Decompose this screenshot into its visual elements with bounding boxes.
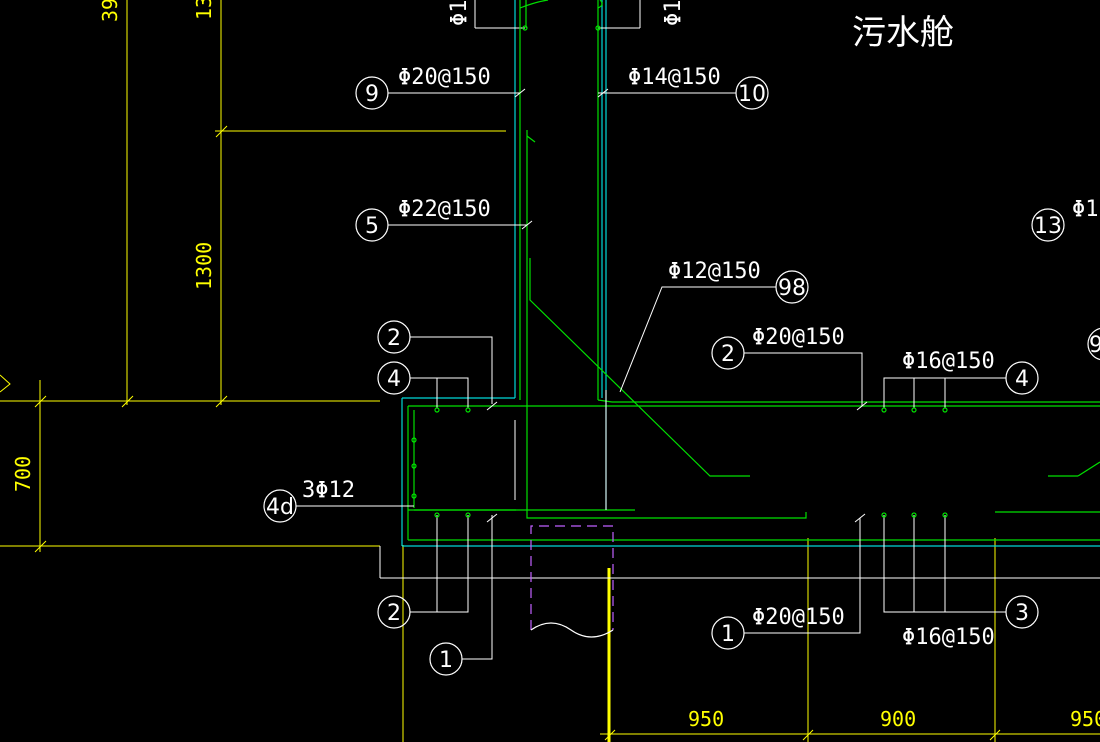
dim-700: 700 — [11, 456, 35, 492]
callout-1b-number: 1 — [721, 622, 735, 647]
callout-1b-spec: Φ20@150 — [752, 605, 845, 630]
callout-98-number: 98 — [778, 276, 806, 301]
callout-2a-number: 2 — [387, 326, 401, 351]
callout-9-number: 9 — [365, 82, 379, 107]
dim-1300: 1300 — [192, 242, 216, 290]
callout-2b-spec: Φ20@150 — [752, 325, 845, 350]
callout-10-spec: Φ14@150 — [628, 65, 721, 90]
callout-4a-number: 4 — [387, 367, 401, 392]
callout-circles — [263, 76, 1100, 676]
callout-4d-spec: 3Φ12 — [302, 478, 355, 503]
callout-2c-number: 2 — [387, 601, 401, 626]
pile-outline — [530, 525, 614, 630]
callout-5-number: 5 — [365, 214, 379, 239]
callout-13-spec: Φ1 — [1072, 197, 1099, 222]
dim-950-b: 950 — [1070, 707, 1100, 731]
callout-4b-spec: Φ16@150 — [902, 349, 995, 374]
callout-9-spec: Φ20@150 — [398, 65, 491, 90]
top-spec-left: Φ1 — [447, 0, 472, 26]
dim-13: 13 — [192, 0, 216, 20]
dim-950-a: 950 — [688, 707, 724, 731]
callout-1a-number: 1 — [439, 648, 453, 673]
pile-break-symbol — [530, 622, 614, 638]
callout-5-spec: Φ22@150 — [398, 197, 491, 222]
callout-2b-number: 2 — [721, 342, 735, 367]
callout-13-number: 13 — [1034, 214, 1062, 239]
rebar-lines — [407, 0, 1100, 541]
callout-9b-number: 9 — [1089, 333, 1100, 358]
callout-3-spec: Φ16@150 — [902, 625, 995, 650]
callout-98-spec: Φ12@150 — [668, 259, 761, 284]
leader-lines — [296, 88, 1006, 660]
callout-10-number: 10 — [738, 82, 766, 107]
dim-900: 900 — [880, 707, 916, 731]
callout-4d-number: 4d — [266, 495, 294, 520]
top-spec-right: Φ1 — [661, 0, 686, 26]
slab-inner-lines — [514, 390, 607, 510]
structure-lines — [379, 0, 1100, 579]
callout-3-number: 3 — [1015, 601, 1029, 626]
callout-4b-number: 4 — [1015, 367, 1029, 392]
room-label: 污水舱 — [852, 13, 954, 53]
rebar-dots — [411, 25, 948, 518]
dim-39: 39 — [98, 0, 122, 22]
